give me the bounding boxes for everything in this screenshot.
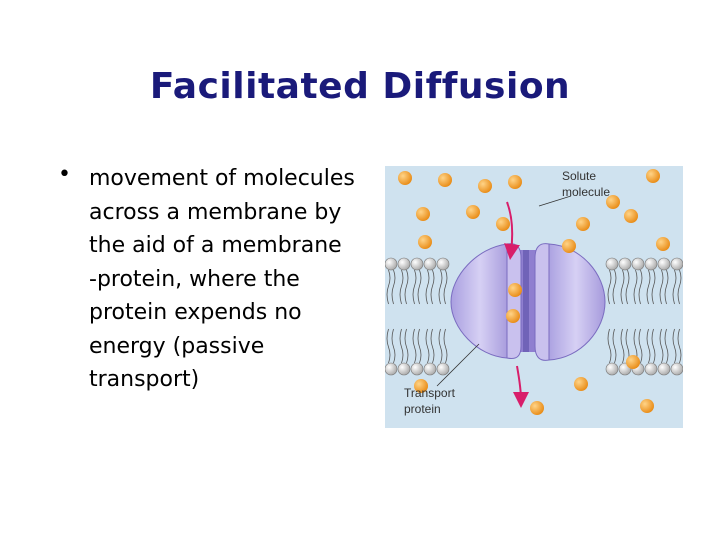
transport-leader-line	[436, 343, 480, 387]
solute-molecules	[398, 169, 670, 415]
bullet-marker: •	[58, 162, 71, 187]
solute-molecule	[646, 169, 660, 183]
solute-molecule	[506, 309, 520, 323]
lipid-head	[385, 362, 398, 376]
lipid-head	[670, 362, 683, 376]
solute-molecule	[478, 179, 492, 193]
lipid-head	[397, 362, 411, 376]
solute-molecule	[576, 217, 590, 231]
solute-molecule	[416, 207, 430, 221]
lipid-head	[436, 257, 450, 271]
solute-molecule	[508, 283, 522, 297]
exit-arrow	[512, 365, 529, 408]
lipid-head	[436, 362, 450, 376]
lipid-head	[605, 362, 619, 376]
transport-protein	[450, 243, 606, 361]
lipid-head	[631, 257, 645, 271]
solute-molecule	[640, 399, 654, 413]
solute-molecule	[438, 173, 452, 187]
slide-title: Facilitated Diffusion	[149, 66, 571, 107]
solute-label-line2: molecule	[562, 185, 610, 199]
solute-molecule	[562, 239, 576, 253]
solute-molecule	[496, 217, 510, 231]
lipid-head	[670, 257, 683, 271]
lipid-head	[410, 257, 424, 271]
lipid-heads	[385, 257, 683, 376]
lipid-head	[644, 257, 658, 271]
lipid-head	[385, 257, 398, 271]
solute-molecule	[656, 237, 670, 251]
solute-molecule	[606, 195, 620, 209]
lipid-head	[657, 362, 671, 376]
solute-molecule	[398, 171, 412, 185]
lipid-head	[423, 362, 437, 376]
solute-label-line1: Solute	[562, 169, 596, 183]
lipid-head	[644, 362, 658, 376]
lipid-head	[605, 257, 619, 271]
lipid-head	[397, 257, 411, 271]
solute-molecule	[418, 235, 432, 249]
solute-molecule	[624, 209, 638, 223]
solute-molecule	[466, 205, 480, 219]
facilitated-diffusion-figure: Solute molecule Transport protein	[385, 166, 683, 428]
transport-label-line2: protein	[404, 402, 441, 416]
lipid-head	[410, 362, 424, 376]
solute-molecule	[508, 175, 522, 189]
membrane-diagram: Solute molecule Transport protein	[385, 166, 683, 428]
solute-molecule	[626, 355, 640, 369]
solute-molecule	[574, 377, 588, 391]
lipid-head	[423, 257, 437, 271]
solute-leader-line	[538, 195, 572, 207]
solute-molecule	[414, 379, 428, 393]
bullet-text: movement of molecules across a membrane …	[89, 166, 355, 392]
solute-molecule	[530, 401, 544, 415]
lipid-head	[657, 257, 671, 271]
transport-label-line1: Transport	[404, 386, 456, 400]
lipid-tails	[386, 269, 682, 364]
lipid-head	[618, 257, 632, 271]
entry-arrow	[504, 201, 520, 260]
